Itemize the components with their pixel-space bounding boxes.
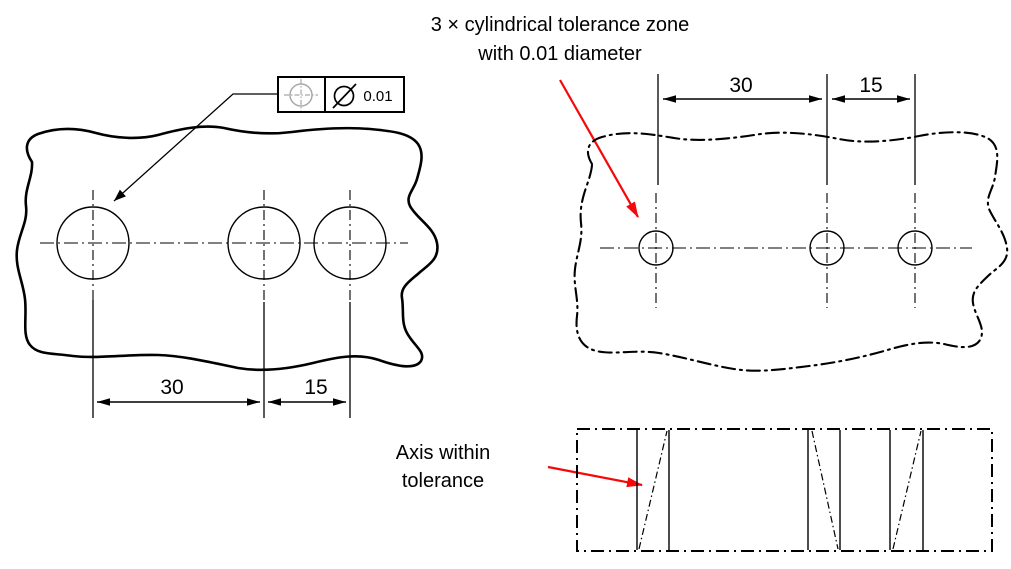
axis-note-line2: tolerance: [402, 470, 484, 492]
section-outline: [576, 428, 993, 552]
diameter-symbol-icon: [332, 83, 357, 109]
leader-arrow: [113, 93, 278, 202]
dimension-label-15: 15: [304, 376, 327, 399]
feature-control-frame: 0.01: [277, 76, 405, 113]
zone-1-axis-line: [638, 430, 668, 550]
tolerance-zone-circle-3: [897, 230, 933, 266]
part-outline: [15, 125, 439, 372]
tolerance-zone-circle-2: [809, 230, 845, 266]
dimension-label-30: 30: [160, 376, 183, 399]
tolerance-note-line1: 3 × cylindrical tolerance zone: [431, 14, 689, 36]
tolerance-note-line2: with 0.01 diameter: [477, 43, 642, 65]
fcf-tolerance-cell: [324, 76, 405, 113]
phantom-part-outline: [573, 131, 1009, 372]
dimension-label-30: 30: [729, 74, 752, 97]
axis-tolerance-section: [576, 428, 993, 552]
front-view: 30 15 0.01: [15, 76, 439, 418]
tolerance-zone-view: 30 15: [573, 74, 1009, 372]
position-symbol-icon: [284, 79, 318, 111]
red-arrow-axis: [547, 465, 643, 488]
zone-2-axis-line: [811, 430, 839, 550]
axis-note-line1: Axis within: [396, 442, 490, 464]
zone-3-axis-line: [892, 430, 922, 550]
axis-note: Axis within tolerance: [396, 442, 490, 492]
dimension-label-15: 15: [859, 74, 882, 97]
tolerance-note: 3 × cylindrical tolerance zone with 0.01…: [431, 14, 689, 65]
fcf-tolerance-value: 0.01: [363, 88, 392, 105]
red-arrow-tolerance-zone: [559, 79, 639, 218]
tolerance-zone-circle-1: [638, 230, 674, 266]
